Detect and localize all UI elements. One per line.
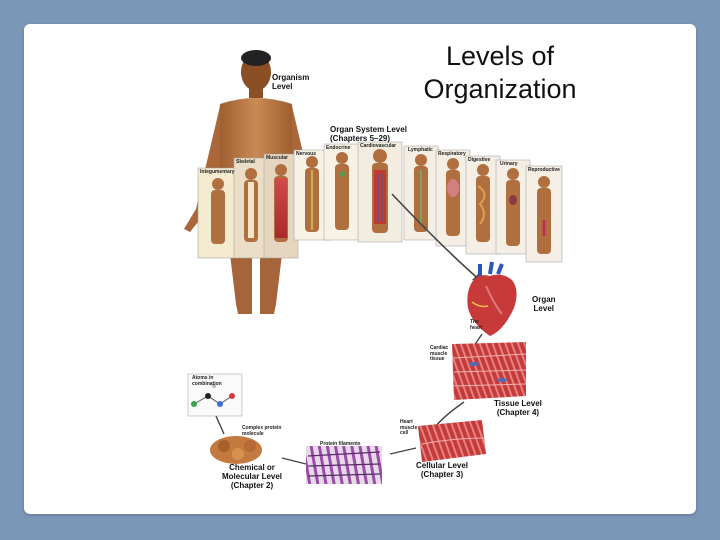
chemical-label-line-3: (Chapter 2) <box>230 480 274 490</box>
annotation-atoms: Atoms in combination <box>192 375 222 387</box>
system-label-reproductive: Reproductive <box>528 167 560 173</box>
system-label-lymphatic: Lymphatic <box>408 147 433 153</box>
slide-title: Levels of Organization <box>380 40 620 106</box>
heart-muscle-cell-image <box>418 420 486 462</box>
complex-protein-annotation-line-1: Complex protein <box>242 425 282 431</box>
annotation-complex-protein: Complex protein molecule <box>242 425 282 437</box>
heart-cell-annotation-line-3: cell <box>400 430 409 436</box>
label-organ-system-level: Organ System Level (Chapters 5–29) <box>330 125 407 144</box>
tissue-label-line-2: (Chapter 4) <box>496 407 540 417</box>
system-label-skeletal: Skeletal <box>236 159 255 165</box>
annotation-heart-cell: Heart muscle cell <box>400 419 418 437</box>
protein-filaments-image <box>306 446 382 484</box>
arrow-system-to-organ <box>391 193 483 283</box>
cardiac-tissue-image <box>452 342 527 400</box>
slide: Levels of Organization <box>24 24 696 514</box>
title-line-1: Levels of <box>445 41 555 71</box>
complex-protein-image <box>210 436 262 464</box>
organ-system-label-line-2: (Chapters 5–29) <box>330 133 391 143</box>
system-label-muscular: Muscular <box>266 155 288 161</box>
system-label-endocrine: Endocrine <box>326 145 351 151</box>
atoms-image <box>187 373 243 417</box>
system-label-cardiovascular: Cardiovascular <box>360 143 397 149</box>
system-label-integumentary: Integumentary <box>200 169 235 175</box>
annotation-protein-filaments: Protein filaments <box>320 441 361 447</box>
chemical-label-line-1: Chemical or <box>229 463 275 472</box>
label-chemical-level: Chemical or Molecular Level (Chapter 2) <box>222 463 283 490</box>
heart-cell-annotation-line-1: Heart <box>400 419 413 425</box>
heart-annotation-line-2: heart <box>470 324 483 331</box>
chemical-label-line-2: Molecular Level <box>222 471 283 481</box>
levels-diagram <box>184 50 563 484</box>
label-tissue-level: Tissue Level (Chapter 4) <box>494 399 542 418</box>
heart-cell-annotation-line-2: muscle <box>400 424 418 431</box>
organ-label-line-1: Organ <box>532 295 556 304</box>
annotation-heart: The heart <box>470 319 483 331</box>
organ-system-figures <box>197 141 563 263</box>
organ-system-label-line-1: Organ System Level <box>330 125 407 134</box>
organ-label-line-2: Level <box>533 303 555 313</box>
cardiac-annotation-line-1: Cardiac <box>430 345 449 351</box>
system-label-respiratory: Respiratory <box>438 151 466 157</box>
title-line-2: Organization <box>423 74 577 104</box>
cellular-label-line-1: Cellular Level <box>416 461 469 470</box>
label-organism-level: Organism Level <box>272 73 310 92</box>
label-cellular-level: Cellular Level (Chapter 3) <box>416 461 469 480</box>
system-label-urinary: Urinary <box>500 161 518 167</box>
annotation-cardiac-tissue: Cardiac muscle tissue <box>430 345 449 363</box>
heart-annotation-line-1: The <box>470 319 479 325</box>
cardiac-annotation-line-2: muscle <box>430 350 448 357</box>
atoms-annotation-line-1: Atoms in <box>192 375 214 381</box>
heart-image <box>467 261 517 336</box>
system-label-digestive: Digestive <box>468 157 491 163</box>
tissue-label-line-1: Tissue Level <box>494 399 542 408</box>
organism-label-line-1: Organism <box>272 73 310 82</box>
complex-protein-annotation-line-2: molecule <box>242 430 264 437</box>
organism-label-line-2: Level <box>272 81 293 91</box>
atoms-annotation-line-2: combination <box>192 380 222 387</box>
label-organ-level: Organ Level <box>532 295 556 314</box>
cellular-label-line-2: (Chapter 3) <box>420 469 464 479</box>
cardiac-annotation-line-3: tissue <box>430 356 445 362</box>
system-label-nervous: Nervous <box>296 151 317 157</box>
